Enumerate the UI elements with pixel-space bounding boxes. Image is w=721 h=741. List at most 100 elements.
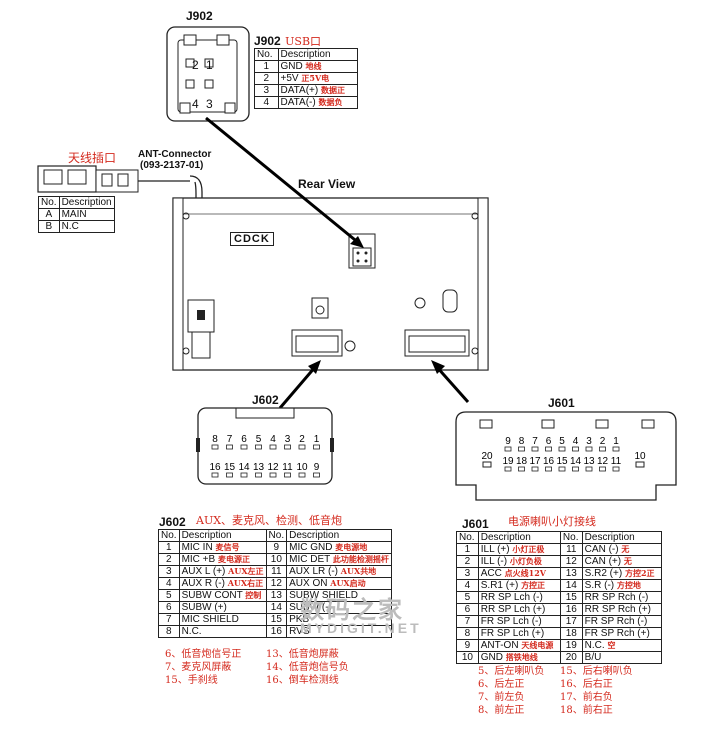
j602-pin-number: 6 [241,434,247,445]
pin-socket [531,446,539,452]
pin-socket [558,466,566,472]
pin-socket [240,472,248,478]
j601-pin-number: 12 [597,456,609,467]
j602-pin-number: 16 [209,462,221,473]
col-description: Description [58,196,115,209]
pin-socket [545,466,552,472]
antenna-title-cn: 天线插口 [68,151,117,165]
antenna-connector [37,165,190,193]
j601-connector-face [455,411,677,501]
pin-socket [635,461,645,468]
pin-socket [226,444,233,450]
j601-pin-number: 1 [613,436,619,447]
col-description: Description [477,531,561,544]
j602-notes-left: 6、低音炮信号正 7、麦克风屏蔽 15、手刹线 [165,649,242,686]
col-no-2: No. [265,529,288,542]
j602-pin-number: 3 [285,434,291,445]
pin-socket [599,466,606,472]
j601-pin-number: 18 [516,456,528,467]
j602-pin-number: 15 [224,462,236,473]
pin-socket [612,446,620,452]
pin-socket [298,444,306,450]
pin-socket [599,446,606,452]
pin-socket [211,444,219,450]
col-description-2: Description [581,531,663,544]
j601-pin-number: 5 [559,436,565,447]
j602-notes-right: 13、低音炮屏蔽 14、低音炮信号负 16、倒车检测线 [266,649,349,686]
pin-socket [298,472,306,478]
j602-label: J602 [252,393,279,407]
pin-socket [585,446,593,452]
col-no: No. [158,529,180,542]
j902-pin-4: 4 [192,97,199,111]
col-description: Description [277,48,359,61]
watermark-en: MYDIGIT.NET [300,620,422,636]
j602-pin-number: 8 [212,434,218,445]
j602-table-title: J602 [159,515,186,529]
pin-socket [255,444,262,450]
pin-socket [531,466,539,472]
j902-pin-1: 1 [206,58,213,72]
j601-pin-number: 15 [556,456,568,467]
j601-pin-number: 7 [532,436,538,447]
pin-socket [482,461,492,468]
pin-socket [269,444,277,450]
j601-pin-number: 14 [570,456,582,467]
j602-pin-number: 7 [227,434,233,445]
pin-socket [518,466,525,472]
j602-pin-number: 4 [270,434,276,445]
col-description: Description [178,529,267,542]
j601-notes-right: 15、后右喇叭负 16、后右正 17、前右负 18、前右正 [560,666,633,716]
j602-pin-number: 14 [238,462,250,473]
j601-pin-number: 16 [543,456,555,467]
j601-pin-number: 13 [583,456,595,467]
j601-pin-number: 11 [611,456,622,467]
j602-pin-number: 1 [314,434,320,445]
pin-socket [612,466,620,472]
brand-logo: CDCK [230,232,274,246]
pin-socket [284,444,291,450]
j902-label: J902 [186,9,213,23]
j601-pin-number: 4 [573,436,579,447]
pin-socket [313,472,320,478]
pin-socket [585,466,593,472]
j601-label: J601 [548,396,575,410]
ant-connector-label: ANT-Connector [138,149,212,160]
pin-socket [558,446,566,452]
j602-pin-number: 11 [282,462,293,473]
j601-notes-left: 5、后左喇叭负 6、后左正 7、前左负 8、前左正 [478,666,545,716]
pin-socket [255,472,262,478]
j602-connector-face [196,407,334,485]
col-no: No. [456,531,479,544]
rear-view-label: Rear View [298,177,356,191]
j601-pin-number: 6 [546,436,552,447]
pin-socket [269,472,277,478]
j602-pin-number: 10 [296,462,308,473]
j602-pin-number: 9 [314,462,320,473]
j602-pin-number: 2 [299,434,305,445]
j601-table-title: J601 [462,517,489,531]
pin-socket [313,444,320,450]
